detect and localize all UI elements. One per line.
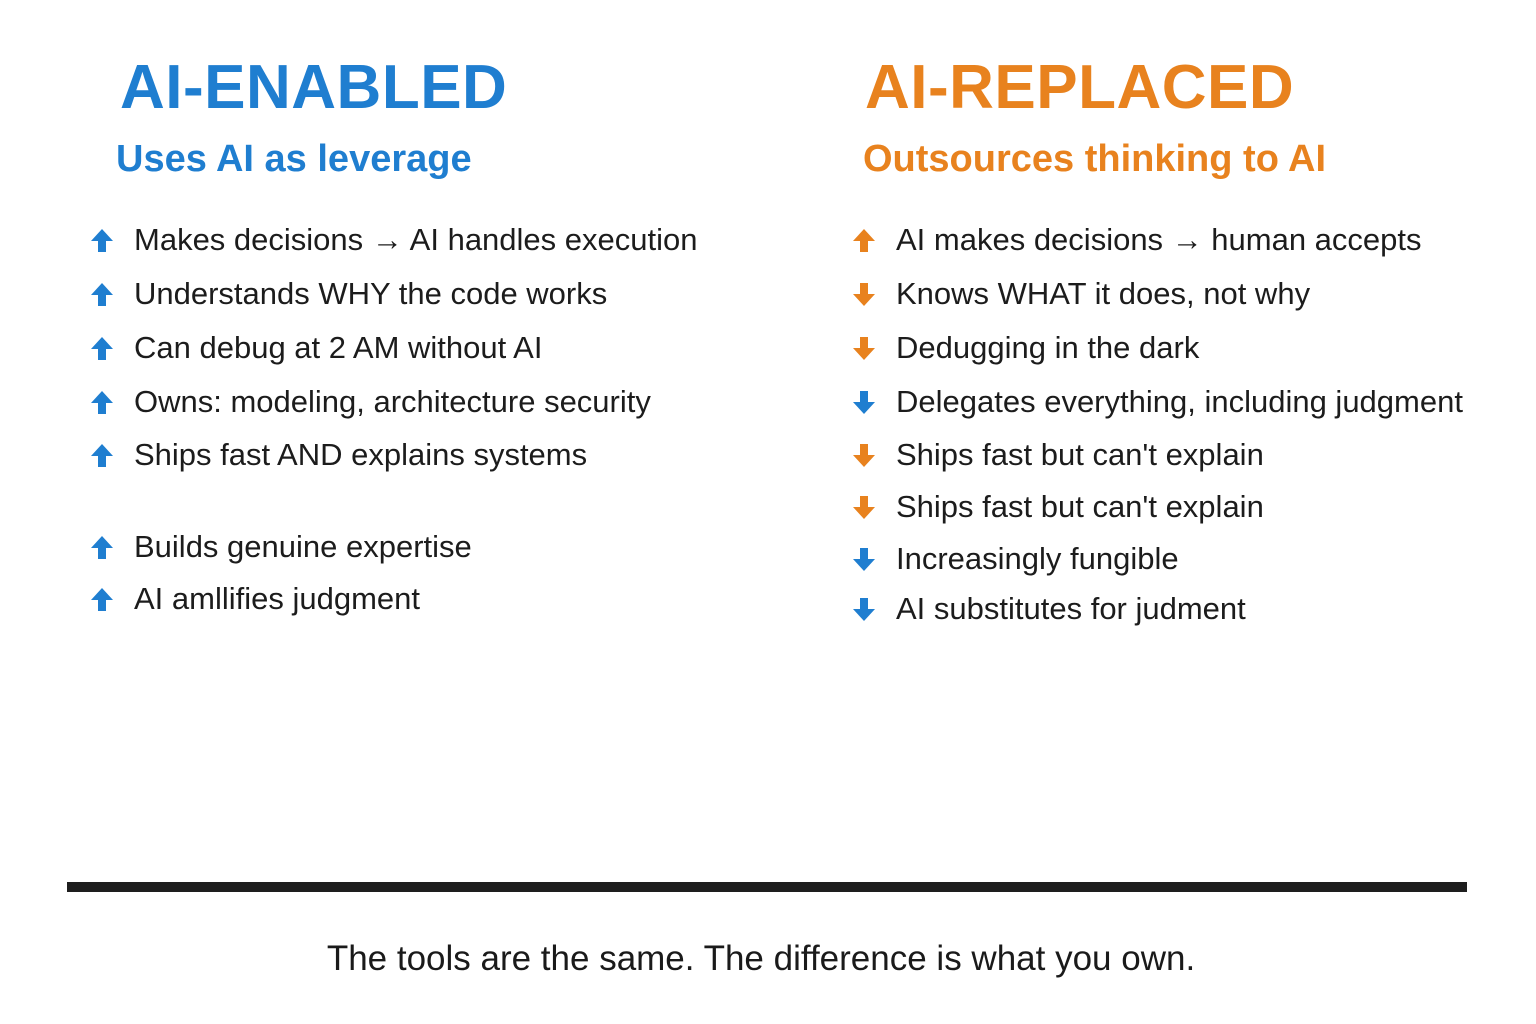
list-item-text: Delegates everything, including judgment bbox=[896, 384, 1463, 419]
list-item-text: Knows WHAT it does, not why bbox=[896, 276, 1311, 311]
list-item-text: Can debug at 2 AM without AI bbox=[134, 330, 543, 365]
list-item-text: Owns: modeling, architecture security bbox=[134, 384, 651, 419]
ai-enabled-heading: AI-ENABLED bbox=[120, 53, 508, 122]
arrow-down-icon bbox=[850, 493, 878, 521]
list-item: Understands WHY the code works bbox=[88, 272, 607, 316]
ai-replaced-heading: AI-REPLACED bbox=[865, 53, 1295, 122]
arrow-down-icon bbox=[850, 595, 878, 623]
arrow-up-icon bbox=[88, 280, 116, 308]
list-item-text: Dedugging in the dark bbox=[896, 330, 1200, 365]
list-item-text: Increasingly fungible bbox=[896, 541, 1179, 576]
list-item-text: Builds genuine expertise bbox=[134, 529, 472, 564]
arrow-up-icon bbox=[88, 533, 116, 561]
list-item: Makes decisions → AI handles execution bbox=[88, 218, 697, 262]
list-item: Ships fast but can't explain bbox=[850, 433, 1264, 477]
footer-text: The tools are the same. The difference i… bbox=[326, 939, 1196, 978]
arrow-down-icon bbox=[850, 545, 878, 573]
arrow-up-icon bbox=[88, 334, 116, 362]
list-item: AI substitutes for judment bbox=[850, 587, 1246, 631]
arrow-up-icon bbox=[88, 226, 116, 254]
list-item: AI amllifies judgment bbox=[88, 577, 420, 621]
list-item: AI makes decisions → human accepts bbox=[850, 218, 1422, 262]
list-item-text: Ships fast but can't explain bbox=[896, 489, 1264, 524]
arrow-down-icon bbox=[850, 280, 878, 308]
arrow-up-icon bbox=[850, 226, 878, 254]
list-item: Increasingly fungible bbox=[850, 537, 1179, 581]
list-item-text: AI makes decisions → human accepts bbox=[896, 222, 1422, 257]
list-item-text: Understands WHY the code works bbox=[134, 276, 608, 311]
list-item-text: Ships fast AND explains systems bbox=[134, 437, 588, 472]
ai-replaced-subheading: Outsources thinking to AI bbox=[863, 138, 1327, 180]
list-item: Can debug at 2 AM without AI bbox=[88, 326, 542, 370]
arrow-up-icon bbox=[88, 441, 116, 469]
list-item: Dedugging in the dark bbox=[850, 326, 1199, 370]
arrow-down-icon bbox=[850, 441, 878, 469]
list-item-text: AI amllifies judgment bbox=[134, 581, 421, 616]
arrow-up-icon bbox=[88, 585, 116, 613]
list-item-text: Ships fast but can't explain bbox=[896, 437, 1264, 472]
list-item: Ships fast AND explains systems bbox=[88, 433, 587, 477]
list-item: Delegates everything, including judgment bbox=[850, 380, 1463, 424]
list-item-text: Makes decisions → AI handles execution bbox=[134, 222, 698, 257]
list-item-text: AI substitutes for judment bbox=[896, 591, 1246, 626]
list-item: Builds genuine expertise bbox=[88, 525, 472, 569]
arrow-down-icon bbox=[850, 334, 878, 362]
list-item: Ships fast but can't explain bbox=[850, 485, 1264, 529]
divider bbox=[67, 882, 1467, 892]
list-item: Owns: modeling, architecture security bbox=[88, 380, 651, 424]
arrow-down-icon bbox=[850, 388, 878, 416]
ai-enabled-subheading: Uses AI as leverage bbox=[116, 138, 472, 180]
list-item: Knows WHAT it does, not why bbox=[850, 272, 1310, 316]
arrow-up-icon bbox=[88, 388, 116, 416]
